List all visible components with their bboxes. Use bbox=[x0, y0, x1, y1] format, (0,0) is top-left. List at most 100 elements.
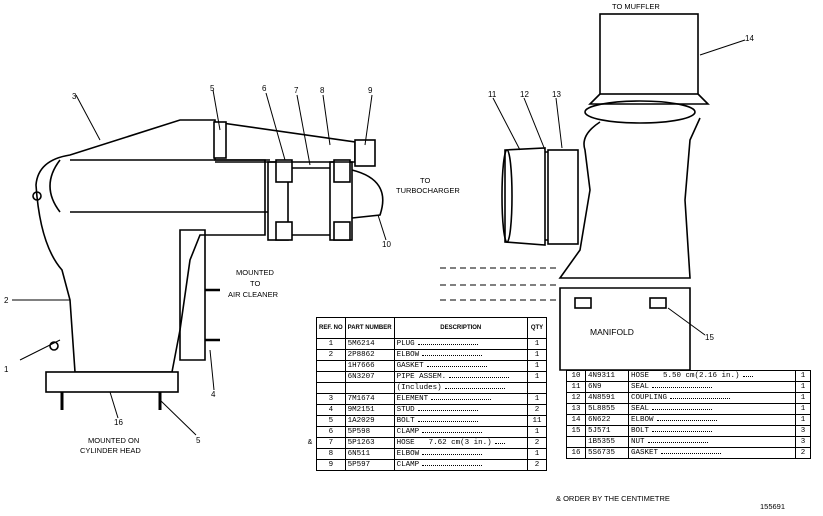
ref-number: 6 bbox=[316, 426, 346, 438]
description-text: GASKET bbox=[631, 449, 659, 457]
leader-dots bbox=[417, 344, 478, 345]
description: COUPLING bbox=[628, 392, 796, 404]
description-text: ELBOW bbox=[631, 416, 654, 424]
col-part-number: PART NUMBER bbox=[344, 317, 395, 339]
description-text: ELEMENT bbox=[396, 395, 429, 403]
description-text: BOLT bbox=[631, 427, 650, 435]
part-number: 5M6214 bbox=[344, 338, 395, 350]
quantity: 1 bbox=[527, 349, 547, 361]
part-number: 1H7666 bbox=[344, 360, 395, 372]
quantity: 1 bbox=[527, 360, 547, 372]
callout-8: 8 bbox=[320, 86, 325, 95]
callout-5-bottom: 5 bbox=[196, 436, 201, 445]
description-text: HOSE bbox=[631, 372, 650, 380]
description-text: ELBOW bbox=[396, 351, 420, 359]
elbow-8 bbox=[214, 121, 356, 163]
description-text: HOSE bbox=[396, 439, 415, 447]
description-text: CLAMP bbox=[396, 461, 420, 469]
description-text: SEAL bbox=[631, 405, 650, 413]
leader-dots bbox=[670, 398, 731, 399]
quantity: 1 bbox=[795, 392, 811, 404]
callout-16: 16 bbox=[114, 418, 123, 427]
order-mark bbox=[304, 449, 317, 460]
description: STUD bbox=[393, 404, 529, 416]
order-mark bbox=[304, 416, 317, 427]
description-text: PLUG bbox=[396, 340, 415, 348]
callout-10: 10 bbox=[382, 240, 391, 249]
quantity: 2 bbox=[795, 447, 811, 459]
part-number bbox=[344, 382, 395, 394]
order-mark bbox=[304, 405, 317, 416]
description: CLAMP bbox=[393, 459, 529, 471]
quantity: 1 bbox=[527, 338, 547, 350]
callout-1: 1 bbox=[4, 365, 9, 374]
intake-pipe bbox=[70, 159, 270, 213]
callout-6: 6 bbox=[262, 84, 267, 93]
ref-number: 10 bbox=[566, 370, 586, 382]
description: BOLT bbox=[393, 415, 529, 427]
description: CLAMP bbox=[393, 426, 529, 438]
quantity: 2 bbox=[527, 437, 547, 449]
description: PLUG bbox=[393, 338, 529, 350]
quantity: 11 bbox=[527, 415, 547, 427]
description: HOSE 7.62 cm(3 in.) bbox=[393, 437, 529, 449]
callout-2: 2 bbox=[4, 296, 9, 305]
caption-mounted-air-3: AIR CLEANER bbox=[228, 290, 279, 299]
description: PIPE ASSEM. bbox=[393, 371, 529, 383]
order-mark bbox=[304, 383, 317, 394]
part-number: 2P8862 bbox=[344, 349, 395, 361]
caption-mounted-cyl-1: MOUNTED ON bbox=[88, 436, 140, 445]
leader-dots bbox=[422, 454, 483, 455]
callout-4: 4 bbox=[211, 390, 216, 399]
base-flange bbox=[45, 371, 179, 393]
leader-dots bbox=[661, 453, 722, 454]
part-number: 7M1674 bbox=[344, 393, 395, 405]
leader-dots bbox=[656, 420, 717, 421]
description: NUT bbox=[628, 436, 796, 448]
size-note: 7.62 cm(3 in.) bbox=[428, 439, 492, 447]
ref-number: 9 bbox=[316, 459, 346, 471]
caption-to-muffler: TO MUFFLER bbox=[612, 2, 660, 11]
order-mark bbox=[304, 394, 317, 405]
description-text: PIPE ASSEM. bbox=[396, 373, 447, 381]
part-number: 5P597 bbox=[344, 459, 395, 471]
leader-dots bbox=[444, 388, 505, 389]
part-number: 4N8591 bbox=[585, 392, 629, 404]
leader-dots bbox=[422, 432, 483, 433]
leader-dots bbox=[652, 387, 713, 388]
leader-dots bbox=[652, 431, 713, 432]
leader-dots bbox=[742, 376, 753, 377]
quantity: 2 bbox=[527, 404, 547, 416]
description-text: NUT bbox=[631, 438, 645, 446]
callout-9: 9 bbox=[368, 86, 373, 95]
quantity: 1 bbox=[795, 403, 811, 415]
table-row: (Includes) bbox=[304, 382, 547, 394]
muffler-elbow-14 bbox=[599, 13, 699, 95]
ref-number: 15 bbox=[566, 425, 586, 437]
part-number: 5P598 bbox=[344, 426, 395, 438]
ref-number: 2 bbox=[316, 349, 346, 361]
leader-dots bbox=[449, 377, 510, 378]
callout-3: 3 bbox=[72, 92, 77, 101]
elbow-body-right bbox=[558, 117, 701, 279]
quantity: 3 bbox=[795, 436, 811, 448]
leader-dots bbox=[647, 442, 708, 443]
hose-10-loop bbox=[351, 169, 384, 219]
leader-dots bbox=[426, 366, 487, 367]
quantity: 1 bbox=[795, 414, 811, 426]
order-mark bbox=[304, 460, 317, 471]
part-number: 5S6735 bbox=[585, 447, 629, 459]
quantity: 2 bbox=[527, 459, 547, 471]
col-ref: REF. NO bbox=[316, 317, 346, 339]
description-text: COUPLING bbox=[631, 394, 668, 402]
caption-manifold: MANIFOLD bbox=[590, 327, 634, 337]
description: GASKET bbox=[628, 447, 796, 459]
